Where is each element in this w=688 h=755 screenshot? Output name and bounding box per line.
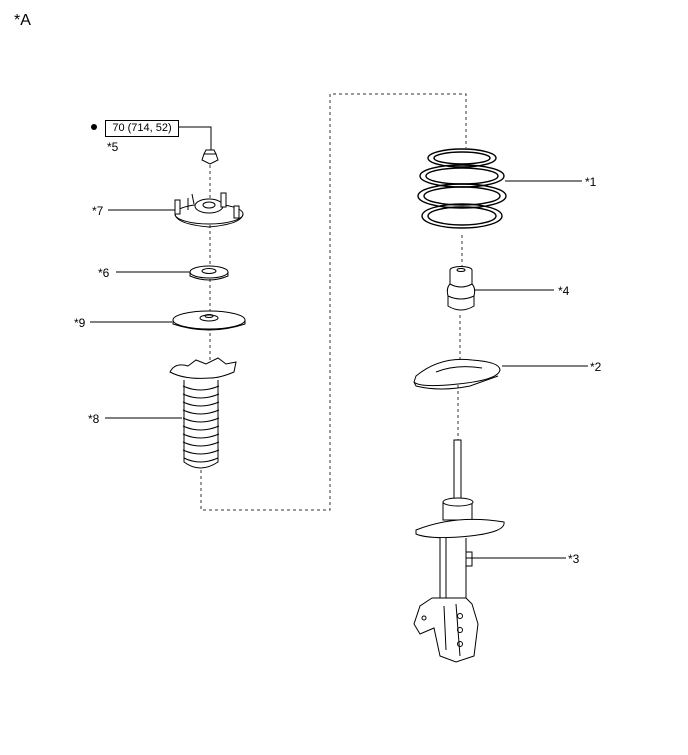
upper-support-part bbox=[174, 192, 244, 228]
shock-absorber-part bbox=[413, 439, 505, 663]
dust-boot-part bbox=[169, 357, 237, 469]
lower-insulator-part bbox=[413, 358, 501, 390]
callout-3: *3 bbox=[568, 552, 580, 566]
torque-marker-dot bbox=[91, 124, 97, 130]
assembly-dashed-lines bbox=[200, 93, 467, 511]
upper-spring-seat-part bbox=[172, 310, 246, 331]
leader-lines bbox=[90, 126, 588, 559]
bump-stopper-part bbox=[446, 266, 476, 311]
nut-part bbox=[201, 149, 219, 165]
callout-6: *6 bbox=[98, 266, 110, 280]
bearing-part bbox=[189, 265, 229, 281]
callout-9: *9 bbox=[74, 316, 86, 330]
callout-1: *1 bbox=[585, 175, 597, 189]
callout-5: *5 bbox=[107, 140, 119, 154]
callout-4: *4 bbox=[558, 284, 570, 298]
view-label: *A bbox=[14, 12, 31, 29]
callout-8: *8 bbox=[88, 412, 100, 426]
torque-spec-box: 70 (714, 52) bbox=[105, 120, 179, 137]
callout-2: *2 bbox=[590, 360, 602, 374]
callout-7: *7 bbox=[92, 204, 104, 218]
coil-spring-part bbox=[417, 148, 507, 229]
